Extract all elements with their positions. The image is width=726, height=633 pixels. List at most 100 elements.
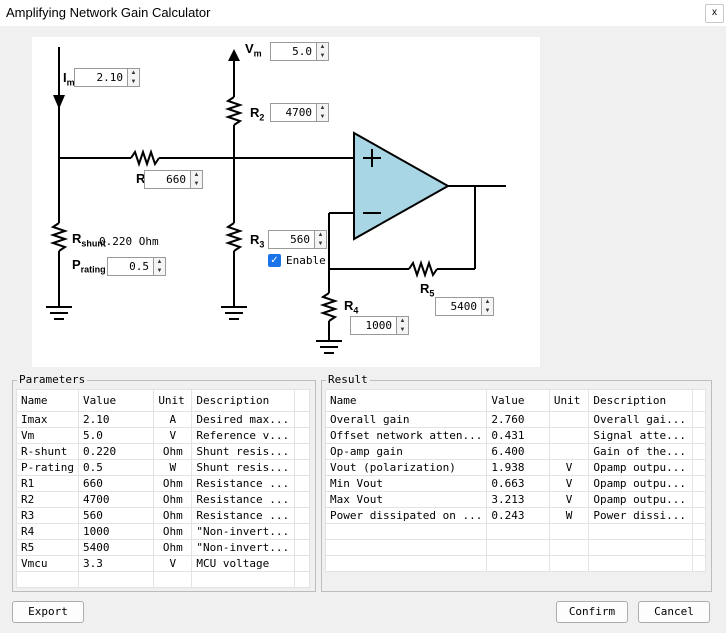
spin-down-icon[interactable]: ▼ xyxy=(399,326,406,333)
table-row[interactable] xyxy=(324,539,707,556)
empty-cell xyxy=(691,443,707,460)
vm-spinbox[interactable]: 5.0 ▲ ▼ xyxy=(270,42,329,61)
column-header[interactable]: Unit xyxy=(153,389,193,412)
table-cell: Shunt resis... xyxy=(191,443,296,460)
table-cell: P-rating xyxy=(16,459,79,476)
spin-down-icon[interactable]: ▼ xyxy=(484,307,491,314)
checkbox-checked-icon[interactable]: ✓ xyxy=(268,254,281,267)
im-value[interactable]: 2.10 xyxy=(74,68,128,87)
table-row[interactable] xyxy=(324,555,707,572)
r-shunt-label: Rshunt xyxy=(72,231,106,249)
enable-checkbox[interactable]: ✓ Enable xyxy=(268,254,326,267)
table-cell xyxy=(548,411,590,428)
confirm-button[interactable]: Confirm xyxy=(556,601,628,623)
spin-up-icon[interactable]: ▲ xyxy=(319,105,326,111)
table-cell: Ohm xyxy=(153,523,193,540)
column-header[interactable]: Value xyxy=(77,389,155,412)
circuit-diagram: Im Vm R2 R Rshunt 0.220 Ohm Prating R3 R… xyxy=(32,37,540,367)
column-header[interactable]: Name xyxy=(324,389,488,412)
table-cell: Offset network atten... xyxy=(324,427,488,444)
close-button[interactable]: x xyxy=(705,4,724,23)
p-rating-value[interactable]: 0.5 xyxy=(107,257,154,276)
empty-cell xyxy=(691,491,707,508)
r3-spinbox[interactable]: 560 ▲ ▼ xyxy=(268,230,327,249)
table-cell: 660 xyxy=(77,475,155,492)
table-row[interactable] xyxy=(324,523,707,540)
im-spinbox[interactable]: 2.10 ▲ ▼ xyxy=(74,68,140,87)
empty-cell xyxy=(16,571,79,588)
r2-spinbox[interactable]: 4700 ▲ ▼ xyxy=(270,103,329,122)
spin-up-icon[interactable]: ▲ xyxy=(193,172,200,178)
r-label: R xyxy=(136,171,146,186)
spin-up-icon[interactable]: ▲ xyxy=(317,232,324,238)
r3-label: R3 xyxy=(250,232,265,250)
spin-down-icon[interactable]: ▼ xyxy=(317,240,324,247)
spin-down-icon[interactable]: ▼ xyxy=(193,180,200,187)
table-cell: V xyxy=(153,427,193,444)
empty-cell xyxy=(294,523,310,540)
vm-value[interactable]: 5.0 xyxy=(270,42,317,61)
r3-value[interactable]: 560 xyxy=(268,230,315,249)
spin-down-icon[interactable]: ▼ xyxy=(319,52,326,59)
table-cell: 5.0 xyxy=(77,427,155,444)
column-header[interactable]: Value xyxy=(486,389,550,412)
spin-up-icon[interactable]: ▲ xyxy=(399,318,406,324)
empty-cell xyxy=(691,411,707,428)
empty-cell xyxy=(691,475,707,492)
column-header[interactable]: Description xyxy=(191,389,296,412)
empty-cell xyxy=(294,443,310,460)
spin-down-icon[interactable]: ▼ xyxy=(130,78,137,85)
r-value[interactable]: 660 xyxy=(144,170,191,189)
r4-symbol xyxy=(319,292,339,322)
empty-cell xyxy=(548,555,590,572)
export-button[interactable]: Export xyxy=(12,601,84,623)
spin-up-icon[interactable]: ▲ xyxy=(319,44,326,50)
table-cell: 0.431 xyxy=(486,427,550,444)
empty-cell xyxy=(294,475,310,492)
table-cell: 0.243 xyxy=(486,507,550,524)
spin-down-icon[interactable]: ▼ xyxy=(319,113,326,120)
r4-spinbox[interactable]: 1000 ▲ ▼ xyxy=(350,316,409,335)
r4-value[interactable]: 1000 xyxy=(350,316,397,335)
spin-up-icon[interactable]: ▲ xyxy=(130,70,137,76)
column-header[interactable]: Unit xyxy=(548,389,590,412)
r5-value[interactable]: 5400 xyxy=(435,297,482,316)
table-cell: R-shunt xyxy=(16,443,79,460)
table-row[interactable] xyxy=(16,571,310,588)
r5-spinbox[interactable]: 5400 ▲ ▼ xyxy=(435,297,494,316)
table-cell: Ohm xyxy=(153,443,193,460)
column-header[interactable]: Name xyxy=(16,389,79,412)
table-cell: Power dissipated on ... xyxy=(324,507,488,524)
table-cell: Imax xyxy=(16,411,79,428)
empty-cell xyxy=(294,507,310,524)
spin-down-icon[interactable]: ▼ xyxy=(156,267,163,274)
empty-cell xyxy=(588,523,693,540)
column-header[interactable]: Description xyxy=(588,389,693,412)
spin-up-icon[interactable]: ▲ xyxy=(156,259,163,265)
empty-cell xyxy=(588,555,693,572)
table-cell: Desired max... xyxy=(191,411,296,428)
r2-value[interactable]: 4700 xyxy=(270,103,317,122)
cancel-button[interactable]: Cancel xyxy=(638,601,710,623)
p-rating-spinbox[interactable]: 0.5 ▲ ▼ xyxy=(107,257,166,276)
spin-up-icon[interactable]: ▲ xyxy=(484,299,491,305)
r-spinbox[interactable]: 660 ▲ ▼ xyxy=(144,170,203,189)
